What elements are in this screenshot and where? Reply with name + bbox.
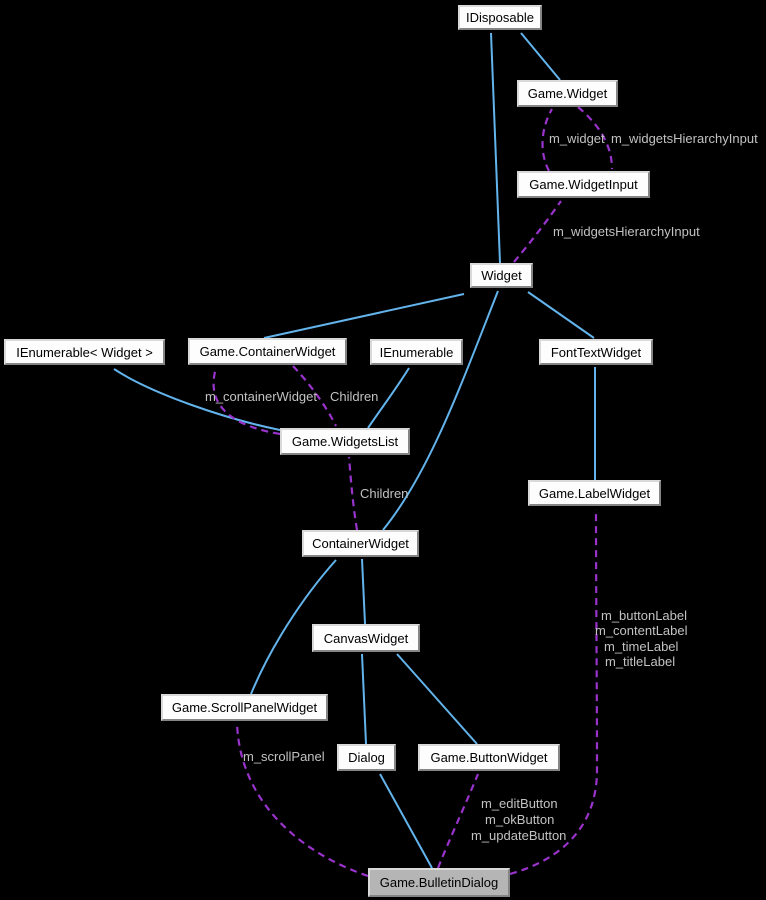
edge-label-m-content-label: m_contentLabel xyxy=(595,623,688,638)
node-game-button-widget[interactable]: Game.ButtonWidget xyxy=(418,744,560,771)
node-idisposable[interactable]: IDisposable xyxy=(458,5,542,30)
edge-label-m-container-widget: m_containerWidget xyxy=(205,389,317,404)
edge-label-m-scroll-panel: m_scrollPanel xyxy=(243,749,325,764)
edge-usage-containerwidget-gamewidgetslist xyxy=(347,456,359,531)
edge-label-m-time-label: m_timeLabel xyxy=(604,639,679,654)
edge-inherit-dialog-canvaswidget xyxy=(361,653,367,745)
edge-label-m-edit-button: m_editButton xyxy=(481,796,558,811)
edge-label-m-update-button: m_updateButton xyxy=(471,828,567,843)
edge-label-m-widget: m_widget xyxy=(549,131,605,146)
edge-usage-gamebulletindialog-gamebuttonwidget xyxy=(436,773,480,869)
node-widget[interactable]: Widget xyxy=(470,263,533,288)
edge-label-children-lower: Children xyxy=(360,486,409,501)
edge-inherit-widget-idisposable xyxy=(490,32,501,264)
node-dialog[interactable]: Dialog xyxy=(337,744,396,771)
edge-label-children-upper: Children xyxy=(330,389,379,404)
edge-inherit-canvaswidget-containerwidget xyxy=(361,558,366,625)
edge-inherit-gamewidgetslist-ienumerablewidget xyxy=(113,368,281,431)
edge-usage-widget-gamewidgetinput xyxy=(513,200,562,263)
edge-inherit-gamewidget-idisposable xyxy=(520,32,561,81)
node-canvas-widget[interactable]: CanvasWidget xyxy=(312,624,420,652)
edge-label-m-widgets-hierarchy-input-mid: m_widgetsHierarchyInput xyxy=(553,224,700,239)
node-game-scroll-panel-widget[interactable]: Game.ScrollPanelWidget xyxy=(161,694,328,721)
edge-usage-gamewidgetinput-gamewidget xyxy=(541,108,553,172)
edge-usage-gamecontainerwidget-gamewidgetslist xyxy=(292,365,337,427)
edge-label-m-ok-button: m_okButton xyxy=(485,812,555,827)
node-ienumerable[interactable]: IEnumerable xyxy=(370,339,463,365)
node-game-widget-input[interactable]: Game.WidgetInput xyxy=(517,171,650,198)
edge-inherit-gamescrollpanelwidget-containerwidget xyxy=(250,559,337,695)
edge-inherit-gamebulletindialog-dialog xyxy=(379,773,433,869)
edge-usage-gamebulletindialog-gamelabelwidget xyxy=(509,508,599,876)
edge-label-m-widgets-hierarchy-input-top: m_widgetsHierarchyInput xyxy=(611,131,758,146)
edge-inherit-gamecontainerwidget-widget xyxy=(263,293,465,339)
edge-inherit-gamewidgetslist-ienumerable xyxy=(367,367,410,429)
node-game-widgets-list[interactable]: Game.WidgetsList xyxy=(280,428,410,455)
edge-inherit-gamebuttonwidget-canvaswidget xyxy=(396,653,478,745)
edge-label-m-title-label: m_titleLabel xyxy=(605,654,676,669)
edge-inherit-containerwidget-widget xyxy=(382,290,499,531)
edge-usage-gamewidget-gamewidgetinput xyxy=(577,106,614,170)
edge-label-m-button-label: m_buttonLabel xyxy=(601,608,688,623)
node-font-text-widget[interactable]: FontTextWidget xyxy=(539,339,653,365)
edge-usage-gamebulletindialog-gamescrollpanelwidget xyxy=(235,722,369,878)
node-game-label-widget[interactable]: Game.LabelWidget xyxy=(528,480,661,506)
node-game-bulletin-dialog: Game.BulletinDialog xyxy=(368,868,510,897)
node-ienumerable-widget[interactable]: IEnumerable< Widget > xyxy=(4,339,165,365)
node-container-widget[interactable]: ContainerWidget xyxy=(302,530,419,557)
edge-inherit-fonttextwidget-widget xyxy=(527,291,595,339)
node-game-widget[interactable]: Game.Widget xyxy=(517,80,618,107)
edge-usage-gamewidgetslist-gamecontainerwidget xyxy=(212,367,281,436)
node-game-container-widget[interactable]: Game.ContainerWidget xyxy=(188,338,347,365)
